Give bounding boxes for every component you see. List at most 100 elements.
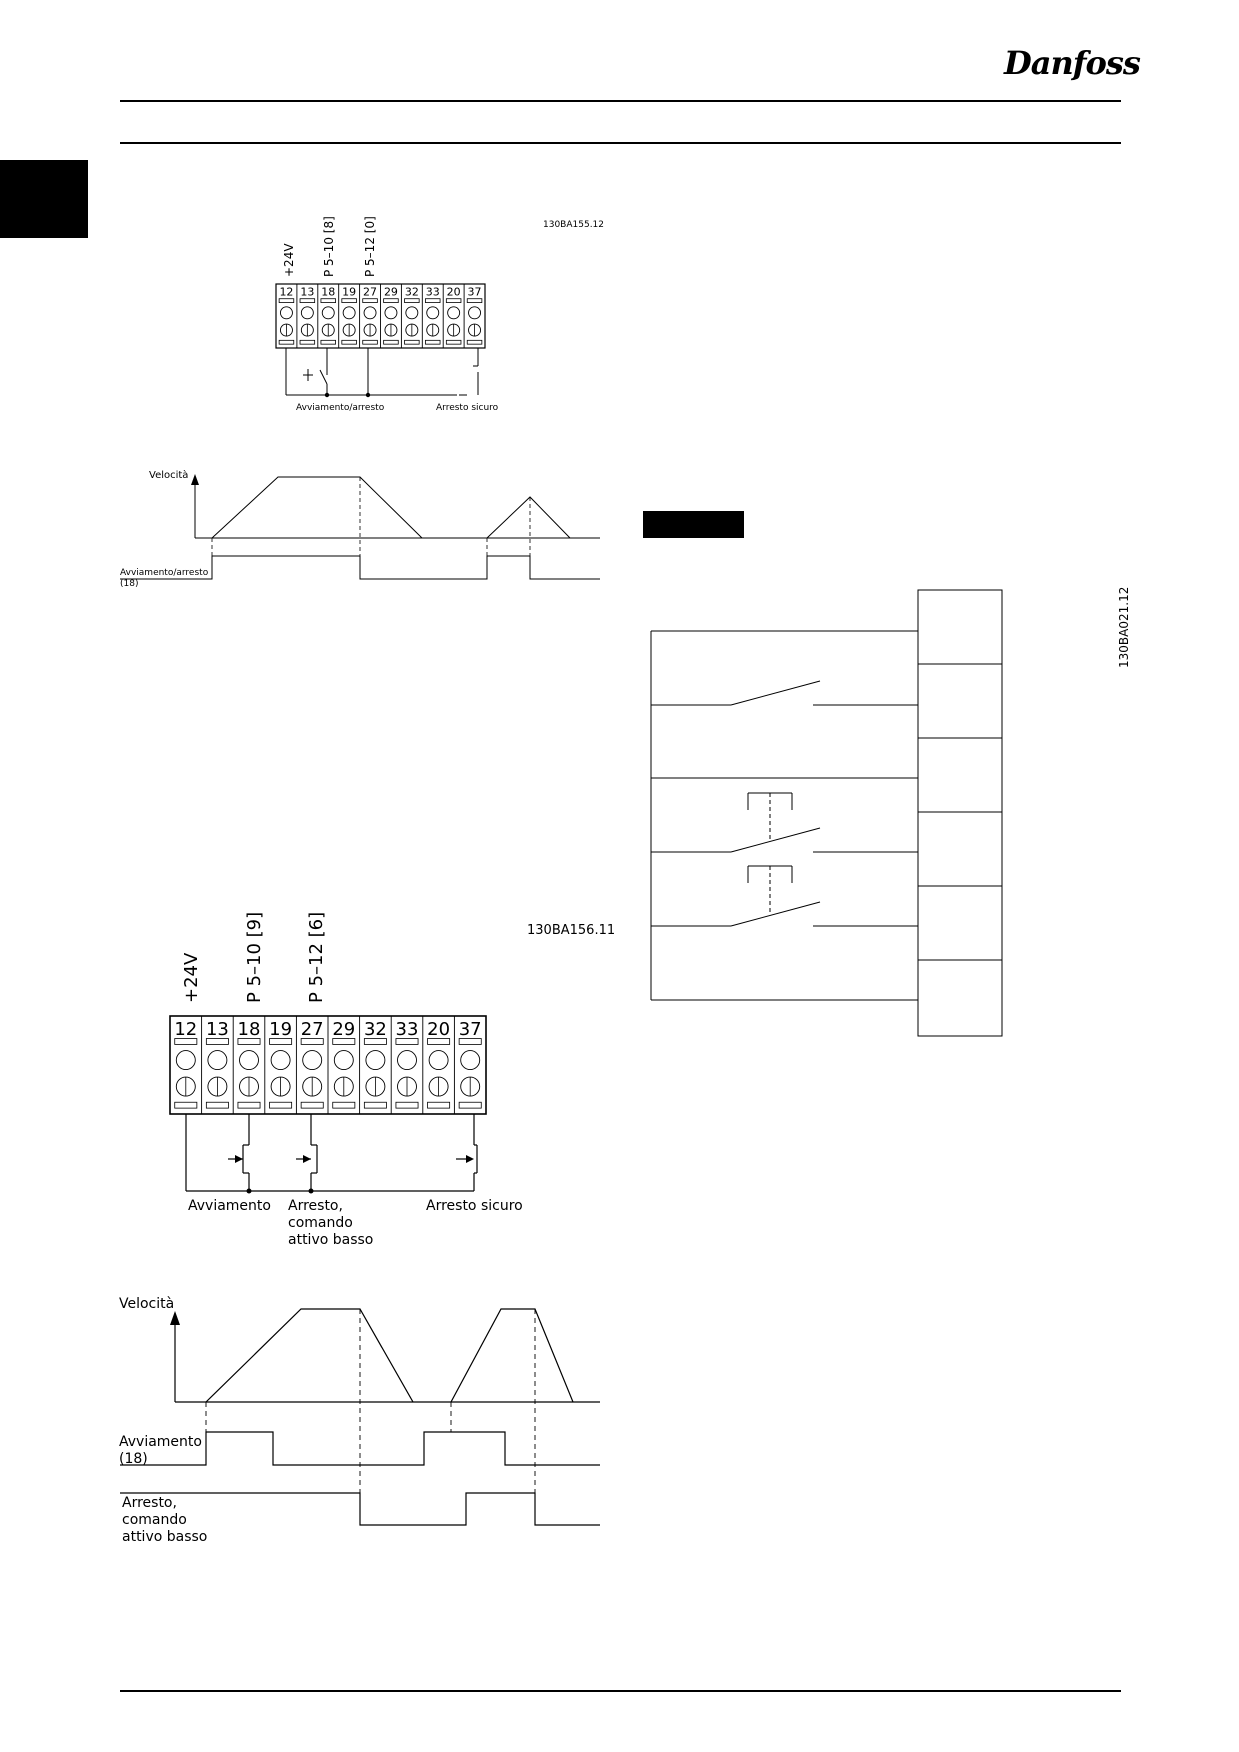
speed-label-bottom: Velocità bbox=[119, 1296, 174, 1312]
terminal-bar bbox=[425, 339, 441, 345]
terminal-bar bbox=[362, 339, 378, 345]
junction-dot bbox=[246, 1188, 252, 1194]
terminal-screw bbox=[300, 306, 314, 320]
start-label-bottom: Avviamento bbox=[119, 1434, 202, 1450]
caption-start-stop-top: Avviamento/arresto bbox=[296, 403, 385, 413]
terminal-bar bbox=[320, 298, 336, 303]
terminal-bar bbox=[237, 1038, 261, 1045]
junction-dot bbox=[308, 1188, 314, 1194]
signal-sub-top: (18) bbox=[120, 579, 138, 589]
terminal-number: 32 bbox=[405, 286, 419, 299]
terminal-bar bbox=[174, 1038, 198, 1045]
terminal-number: 33 bbox=[396, 1019, 419, 1040]
terminal-number: 18 bbox=[321, 286, 335, 299]
caption-stop-1: Arresto, bbox=[288, 1198, 343, 1214]
redacted-heading-bar bbox=[643, 511, 744, 538]
terminal-number: 27 bbox=[363, 286, 377, 299]
terminal-screw bbox=[207, 1050, 228, 1071]
header-rule-top bbox=[120, 100, 1121, 102]
terminal-bar bbox=[278, 298, 295, 303]
terminal-screw bbox=[428, 1050, 449, 1071]
terminal-bar bbox=[205, 1038, 229, 1045]
terminal-screw bbox=[239, 1050, 259, 1071]
speed-axis-arrow bbox=[170, 1311, 180, 1325]
start-signal-bottom bbox=[120, 1431, 600, 1466]
stop-label-3: attivo basso bbox=[122, 1529, 207, 1545]
dashed-markers-bottom bbox=[205, 1309, 536, 1493]
speed-label-top: Velocità bbox=[149, 469, 188, 481]
terminal-bar bbox=[362, 298, 378, 303]
danfoss-logo: Danfoss bbox=[1004, 44, 1141, 82]
terminal-screw bbox=[342, 306, 356, 320]
label-p512-bottom: P 5–12 [6] bbox=[306, 912, 327, 1003]
label-p510-bottom: P 5–10 [9] bbox=[244, 912, 265, 1003]
terminal-bar bbox=[332, 1101, 356, 1109]
speed-axis-bottom bbox=[174, 1316, 600, 1403]
terminal-screw bbox=[468, 306, 481, 320]
terminal-screw bbox=[405, 306, 419, 320]
label-24v-bottom: +24V bbox=[181, 952, 202, 1003]
terminal-column bbox=[917, 589, 1003, 1037]
footer-rule bbox=[120, 1690, 1121, 1692]
terminal-bar bbox=[205, 1101, 229, 1109]
terminal-bar bbox=[320, 339, 336, 345]
terminal-number: 12 bbox=[279, 286, 293, 299]
schematic-wiring bbox=[650, 630, 918, 1001]
start-stop-signal-top bbox=[120, 555, 600, 580]
wiring-top bbox=[285, 348, 479, 396]
stop-label-2: comando bbox=[122, 1512, 187, 1528]
terminal-screw bbox=[363, 306, 377, 320]
diagram-code-right: 130BA021.12 bbox=[1117, 587, 1131, 668]
signal-label-top: Avviamento/arresto bbox=[120, 568, 209, 578]
terminal-number: 18 bbox=[238, 1019, 261, 1040]
terminal-bar bbox=[363, 1101, 387, 1109]
terminal-bar bbox=[466, 298, 483, 303]
terminal-bar bbox=[427, 1101, 451, 1109]
terminal-bar bbox=[458, 1038, 482, 1045]
speed-axis-top bbox=[194, 478, 600, 539]
terminal-bar bbox=[458, 1101, 482, 1109]
terminal-bar bbox=[404, 339, 420, 345]
terminal-number: 20 bbox=[447, 286, 461, 299]
terminal-number: 12 bbox=[174, 1019, 197, 1040]
label-p510-top: P 5–10 [8] bbox=[322, 216, 336, 277]
terminal-bar bbox=[383, 339, 399, 345]
terminal-bar bbox=[425, 298, 441, 303]
caption-safe-stop-top: Arresto sicuro bbox=[436, 403, 499, 413]
terminal-number: 19 bbox=[342, 286, 356, 299]
terminal-bar bbox=[445, 339, 462, 345]
terminal-number: 13 bbox=[206, 1019, 229, 1040]
terminal-screw bbox=[270, 1050, 291, 1071]
terminal-screw bbox=[365, 1050, 386, 1071]
speed-curve-bottom-2 bbox=[450, 1308, 574, 1403]
terminal-screw bbox=[175, 1050, 196, 1071]
caption-safe-stop-bottom: Arresto sicuro bbox=[426, 1198, 523, 1214]
label-p512-top: P 5–12 [0] bbox=[363, 216, 377, 277]
speed-axis-arrow bbox=[191, 474, 199, 485]
caption-stop-2: comando bbox=[288, 1215, 353, 1231]
diagram-code-bottom: 130BA156.11 bbox=[527, 923, 615, 938]
wiring-bottom bbox=[185, 1114, 478, 1192]
caption-start-bottom: Avviamento bbox=[188, 1198, 271, 1214]
start-sub-bottom: (18) bbox=[119, 1451, 148, 1467]
terminal-bar bbox=[269, 1101, 293, 1109]
terminal-bar bbox=[363, 1038, 387, 1045]
terminal-number: 32 bbox=[364, 1019, 387, 1040]
junction-dot bbox=[324, 392, 330, 398]
terminal-screw bbox=[460, 1050, 481, 1071]
terminal-number: 20 bbox=[427, 1019, 450, 1040]
header-rule-bottom bbox=[120, 142, 1121, 144]
terminal-number: 29 bbox=[384, 286, 398, 299]
terminal-bar bbox=[237, 1101, 261, 1109]
terminal-bar bbox=[341, 298, 357, 303]
stop-signal-bottom bbox=[120, 1492, 600, 1526]
stop-label-1: Arresto, bbox=[122, 1495, 177, 1511]
terminal-bar bbox=[174, 1101, 198, 1109]
terminal-bar bbox=[299, 339, 316, 345]
terminal-screw bbox=[384, 306, 398, 320]
